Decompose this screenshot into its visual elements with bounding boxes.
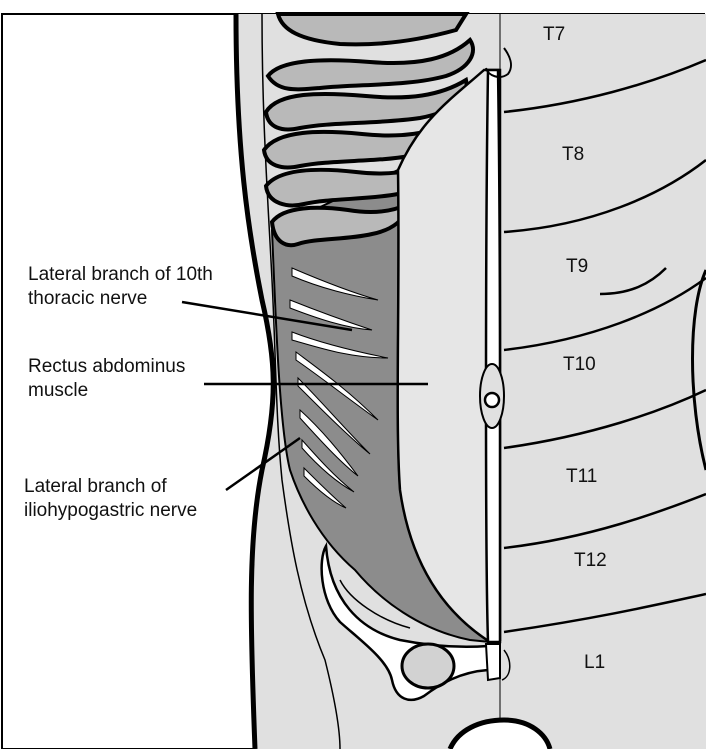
label-iliohypogastric-line2: iliohypogastric nerve: [24, 500, 197, 521]
umbilicus: [485, 393, 499, 407]
label-tenth-nerve-line1: Lateral branch of 10th: [28, 264, 213, 285]
pubic-body: [486, 644, 500, 680]
dermatome-label-t9: T9: [566, 256, 588, 277]
dermatome-label-l1: L1: [584, 652, 605, 673]
linea-alba: [486, 70, 500, 642]
label-tenth-nerve-line2: thoracic nerve: [28, 288, 147, 309]
dermatome-label-t10: T10: [563, 354, 596, 375]
label-iliohypogastric-line1: Lateral branch of: [24, 476, 167, 497]
label-rectus-line2: muscle: [28, 380, 88, 401]
dermatome-label-t7: T7: [543, 24, 565, 45]
dermatome-label-t11: T11: [566, 466, 597, 487]
label-rectus-line1: Rectus abdominus: [28, 356, 185, 377]
dermatome-label-t8: T8: [562, 144, 584, 165]
obturator-foramen: [402, 644, 454, 688]
dermatome-label-t12: T12: [574, 550, 607, 571]
